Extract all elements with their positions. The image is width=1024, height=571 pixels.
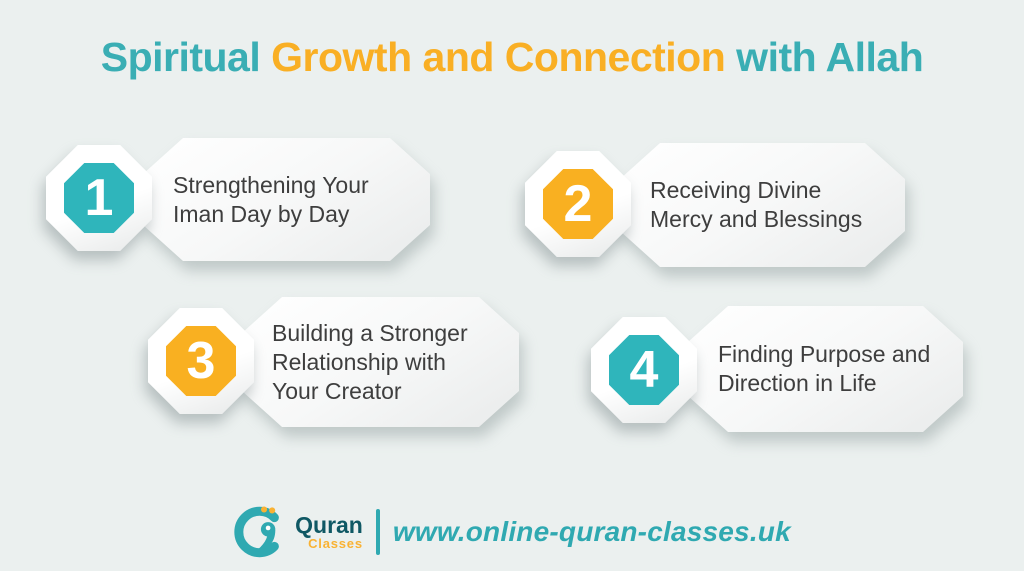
badge-1: 1 — [46, 145, 152, 251]
card-body: Receiving Divine Mercy and Blessings — [620, 143, 905, 267]
footer: Quran Classes www.online-quran-classes.u… — [0, 498, 1024, 566]
card-stronger-relationship: Building a Stronger Relationship with Yo… — [242, 297, 519, 427]
logo-subtitle: Classes — [308, 535, 363, 551]
badge-number-label: 4 — [629, 341, 659, 399]
badge-octagon-frame: 2 — [525, 151, 631, 257]
card-text: Building a Stronger Relationship with Yo… — [272, 319, 468, 404]
card-text: Finding Purpose and Direction in Life — [718, 341, 931, 396]
badge-octagon-number: 2 — [543, 169, 613, 239]
card-body: Finding Purpose and Direction in Life — [688, 306, 963, 432]
badge-octagon-number: 1 — [64, 163, 134, 233]
quran-classes-logo-icon — [234, 506, 280, 558]
card-text: Receiving Divine Mercy and Blessings — [650, 177, 863, 232]
badge-octagon-number: 3 — [166, 326, 236, 396]
badge-octagon-frame: 1 — [46, 145, 152, 251]
badge-octagon-frame: 3 — [148, 308, 254, 414]
card-body: Building a Stronger Relationship with Yo… — [242, 297, 519, 427]
badge-2: 2 — [525, 151, 631, 257]
logo-wordmark: Quran Classes — [295, 513, 363, 551]
card-strengthening-iman: Strengthening Your Iman Day by Day — [143, 138, 430, 261]
card-body: Strengthening Your Iman Day by Day — [143, 138, 430, 261]
page-title: Spiritual Growth and Connection with All… — [0, 34, 1024, 81]
badge-number-label: 1 — [84, 169, 114, 227]
title-segment-spiritual: Spiritual — [100, 34, 272, 80]
card-text: Strengthening Your Iman Day by Day — [173, 171, 369, 227]
badge-number-label: 3 — [186, 332, 216, 390]
badge-number-label: 2 — [563, 175, 593, 233]
quran-classes-logo: Quran Classes — [233, 503, 363, 561]
footer-divider — [375, 509, 380, 555]
title-segment-growth-connection: Growth and Connection — [271, 34, 737, 80]
logo-name: Quran — [295, 511, 363, 538]
card-purpose-direction: Finding Purpose and Direction in Life — [688, 306, 963, 432]
badge-3: 3 — [148, 308, 254, 414]
badge-octagon-frame: 4 — [591, 317, 697, 423]
title-segment-with-allah: with Allah — [736, 34, 924, 80]
card-divine-mercy: Receiving Divine Mercy and Blessings — [620, 143, 905, 267]
website-url: www.online-quran-classes.uk — [392, 516, 791, 547]
badge-4: 4 — [591, 317, 697, 423]
badge-octagon-number: 4 — [609, 335, 679, 405]
